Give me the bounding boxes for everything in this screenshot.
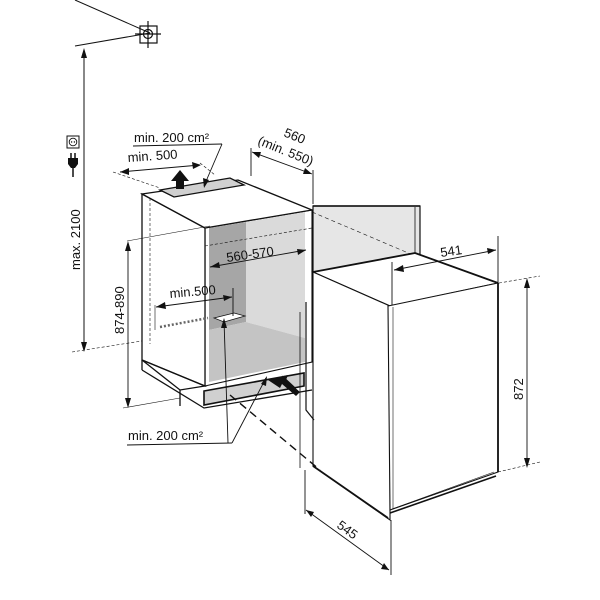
bottom-vent-depth-label: min.500 xyxy=(169,282,216,301)
niche-height-label: 874-890 xyxy=(112,286,127,334)
crosshair-target-icon xyxy=(135,21,161,48)
appliance-depth-label: 545 xyxy=(334,517,360,542)
arrow-up-icon xyxy=(171,170,189,189)
bottom-vent-depth-dimension: min.500 xyxy=(154,282,234,330)
top-vent-area-dimension: min. 200 cm² xyxy=(132,130,223,188)
appliance-body xyxy=(299,252,500,522)
niche-height-dimension: 874-890 xyxy=(112,225,211,409)
appliance-height-dimension: 872 xyxy=(497,275,541,473)
appliance-width-dimension: 541 xyxy=(391,236,499,305)
socket-height-dimension: max. 2100 xyxy=(68,0,151,353)
power-plug-icon xyxy=(68,153,78,177)
power-socket-icon xyxy=(66,135,80,149)
niche-cabinet xyxy=(139,177,315,409)
top-vent-depth-label: min. 500 xyxy=(127,147,178,165)
bottom-vent-area-label: min. 200 cm² xyxy=(128,428,204,443)
top-vent-depth-dimension: min. 500 xyxy=(112,147,216,189)
niche-depth-label: 560-570 xyxy=(225,243,274,264)
alignment-dashed-line xyxy=(229,394,321,471)
bottom-vent-area-dimension: min. 200 cm² xyxy=(126,318,267,446)
appliance-width-label: 541 xyxy=(439,242,463,260)
top-vent-area-label: min. 200 cm² xyxy=(134,130,210,145)
socket-height-label: max. 2100 xyxy=(68,209,83,270)
appliance-height-label: 872 xyxy=(511,378,526,400)
niche-depth-dimension: 560-570 xyxy=(209,243,307,268)
arrow-in-icon xyxy=(268,374,300,396)
